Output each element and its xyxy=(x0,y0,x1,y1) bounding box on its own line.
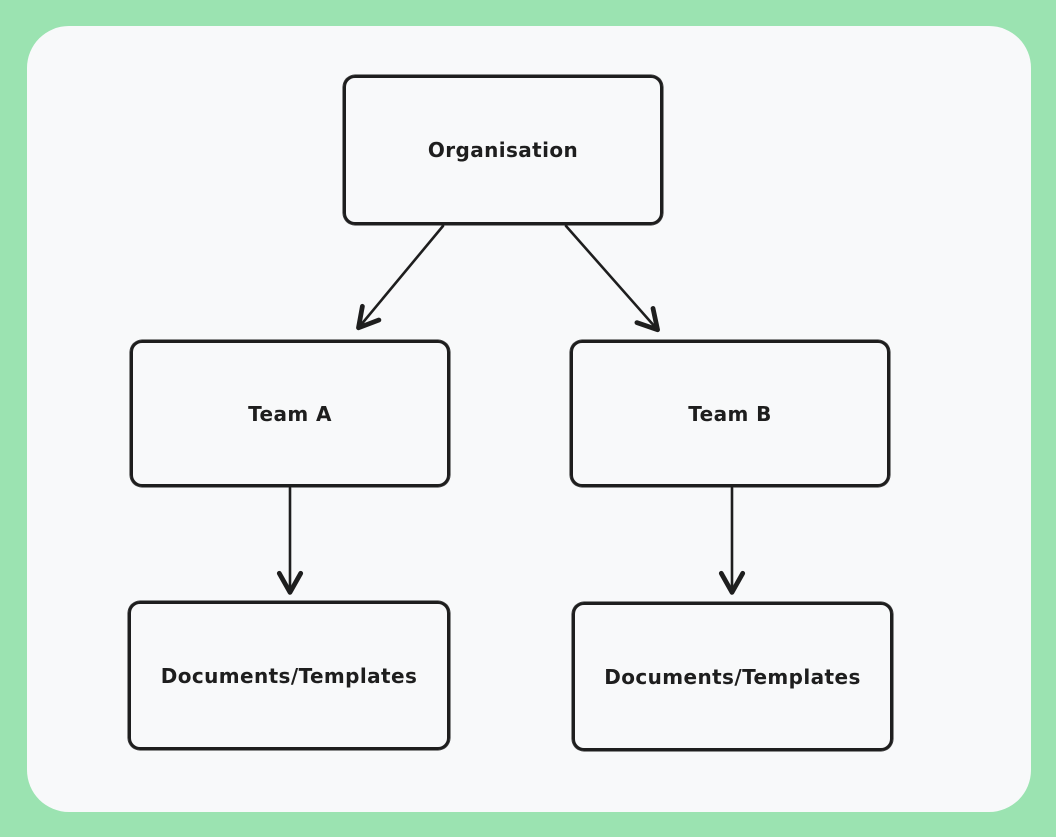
connector-organisation-team-a[interactable] xyxy=(356,224,445,331)
node-label: Documents/Templates xyxy=(160,663,418,688)
node-team-a[interactable]: Team A xyxy=(130,340,450,487)
node-organisation[interactable]: Organisation xyxy=(343,75,663,225)
node-label: Team B xyxy=(688,401,772,426)
node-team-b[interactable]: Team B xyxy=(570,340,890,487)
node-label: Documents/Templates xyxy=(604,664,861,689)
connector-organisation-team-b[interactable] xyxy=(564,224,660,333)
diagram-canvas xyxy=(27,26,1031,812)
node-documents-templates-a[interactable]: Documents/Templates xyxy=(128,601,450,750)
node-label: Organisation xyxy=(427,138,579,162)
node-documents-templates-b[interactable]: Documents/Templates xyxy=(572,602,893,751)
node-label: Team A xyxy=(248,401,332,426)
